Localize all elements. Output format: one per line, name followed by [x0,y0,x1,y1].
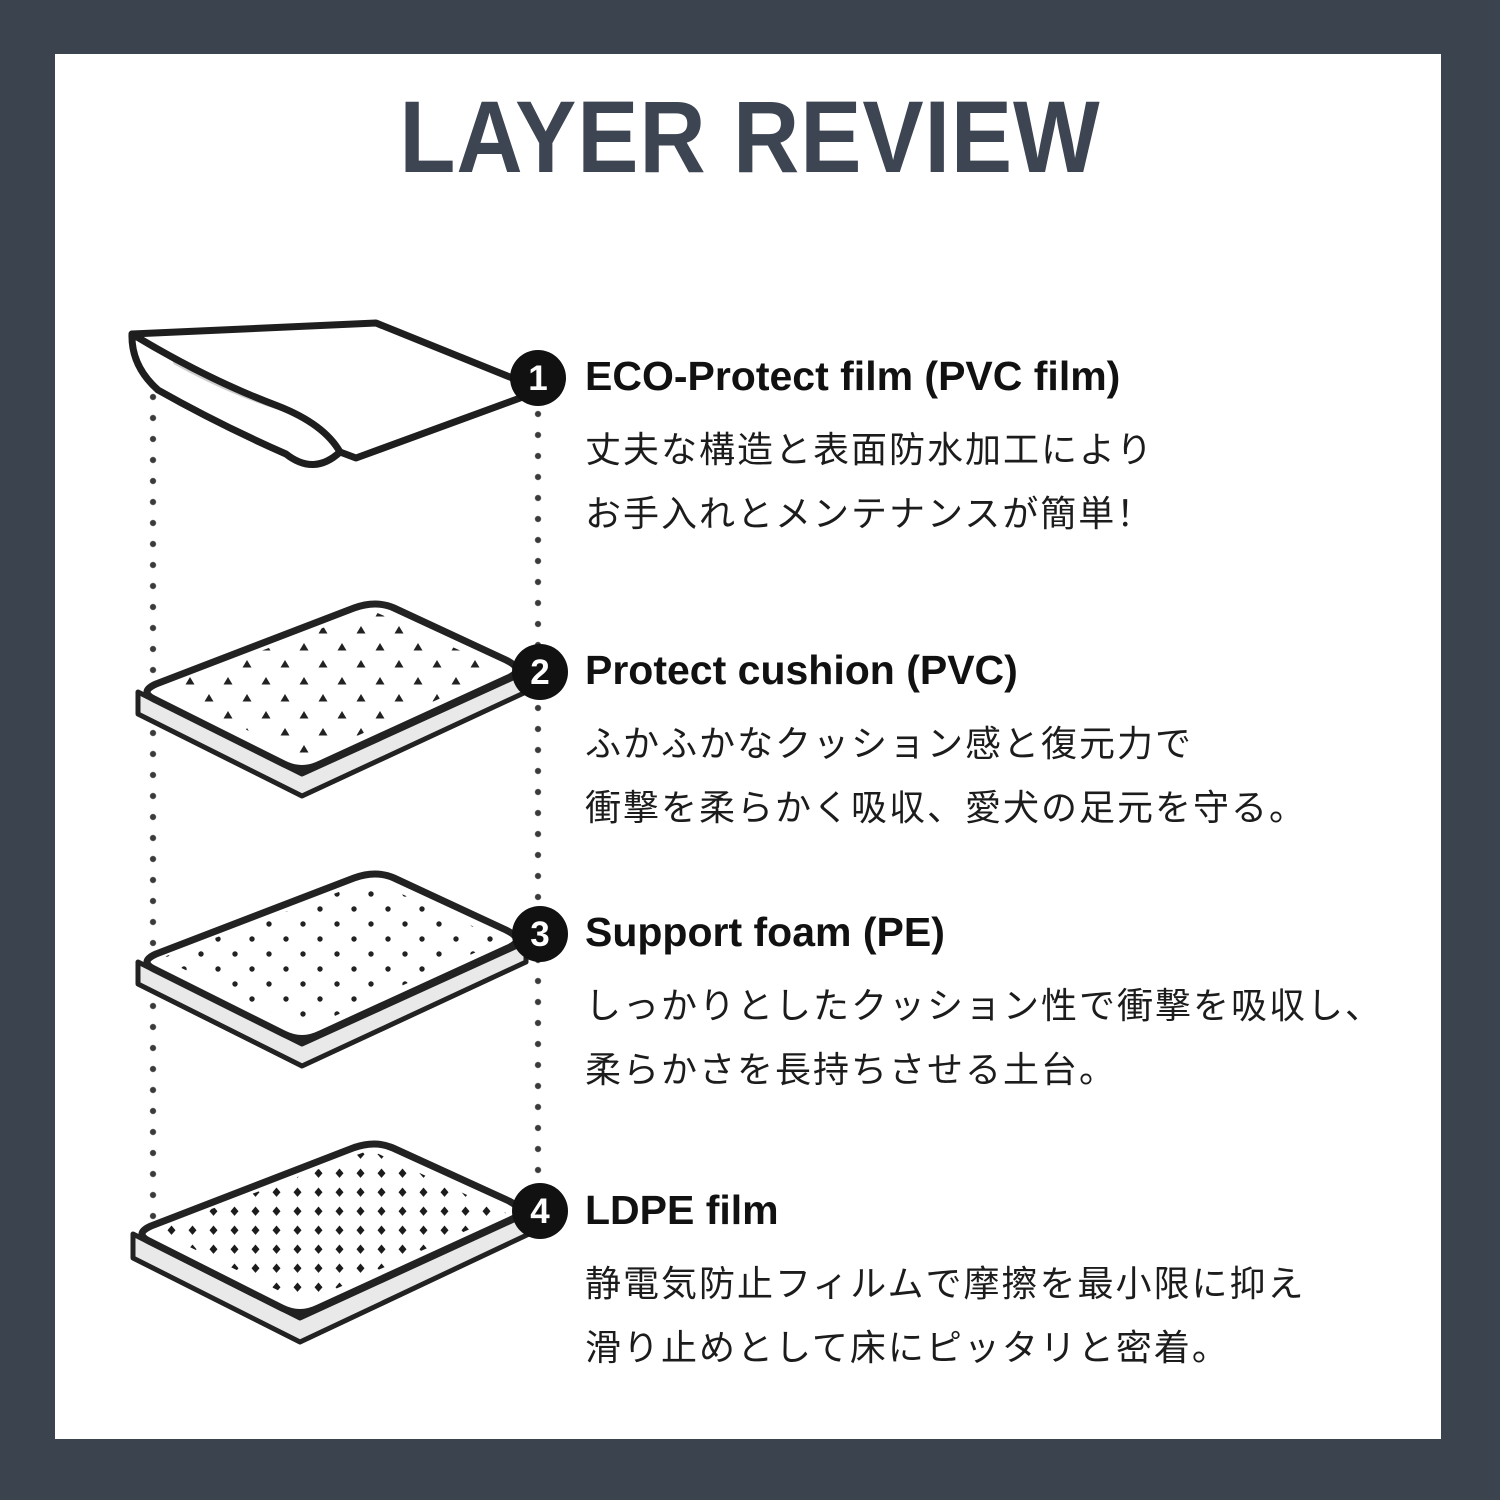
layer-1-badge: 1 [510,350,566,406]
film-fold-crease [128,330,344,456]
layer-3-section: Support foam (PE) しっかりとしたクッション性で衝撃を吸収し、 … [585,908,1445,1110]
layer-2-badge: 2 [512,644,568,700]
layer-3-desc-line-2: 柔らかさを長持ちさせる土台。 [585,1049,1118,1090]
cushion-triangle-texture [161,610,503,759]
layer-4-section: LDPE film 静電気防止フィルムで摩擦を最小限に抑え 滑り止めとして床にピ… [585,1186,1445,1388]
layer-4-badge: 4 [512,1183,568,1239]
foam-layer-illustration [135,870,529,1069]
foam-dot-texture [161,880,503,1029]
dotted-guide-left [149,393,157,1245]
cushion-layer-illustration [135,600,529,799]
layer-1-name: ECO-Protect film (PVC film) [585,353,1121,399]
layer-2-section: Protect cushion (PVC) ふかふかなクッション感と復元力で 衝… [585,646,1445,848]
layer-4-name: LDPE film [585,1187,779,1233]
ldpe-film-layer-illustration [130,1140,532,1345]
layer-3-name: Support foam (PE) [585,909,945,955]
dotted-guide-right [534,410,542,1186]
layer-2-desc-line-1: ふかふかなクッション感と復元力で [585,723,1194,764]
layer-4-desc-line-1: 静電気防止フィルムで摩擦を最小限に抑え [585,1263,1306,1304]
film-layer-illustration [128,319,546,468]
layer-4-desc-line-2: 滑り止めとして床にピッタリと密着。 [585,1327,1230,1368]
layer-3-desc-line-1: しっかりとしたクッション性で衝撃を吸収し、 [585,985,1384,1026]
ldpe-diamond-texture [155,1150,506,1303]
layer-1-desc-line-2: お手入れとメンテナンスが簡単！ [585,493,1155,534]
page-title: LAYER REVIEW [399,80,1101,194]
layer-2-name: Protect cushion (PVC) [585,647,1018,693]
layer-2-desc-line-2: 衝撃を柔らかく吸収、愛犬の足元を守る。 [585,787,1308,828]
layer-1-desc-line-1: 丈夫な構造と表面防水加工により [585,429,1155,470]
layer-3-badge: 3 [512,906,568,962]
layer-1-section: ECO-Protect film (PVC film) 丈夫な構造と表面防水加工… [585,352,1445,554]
